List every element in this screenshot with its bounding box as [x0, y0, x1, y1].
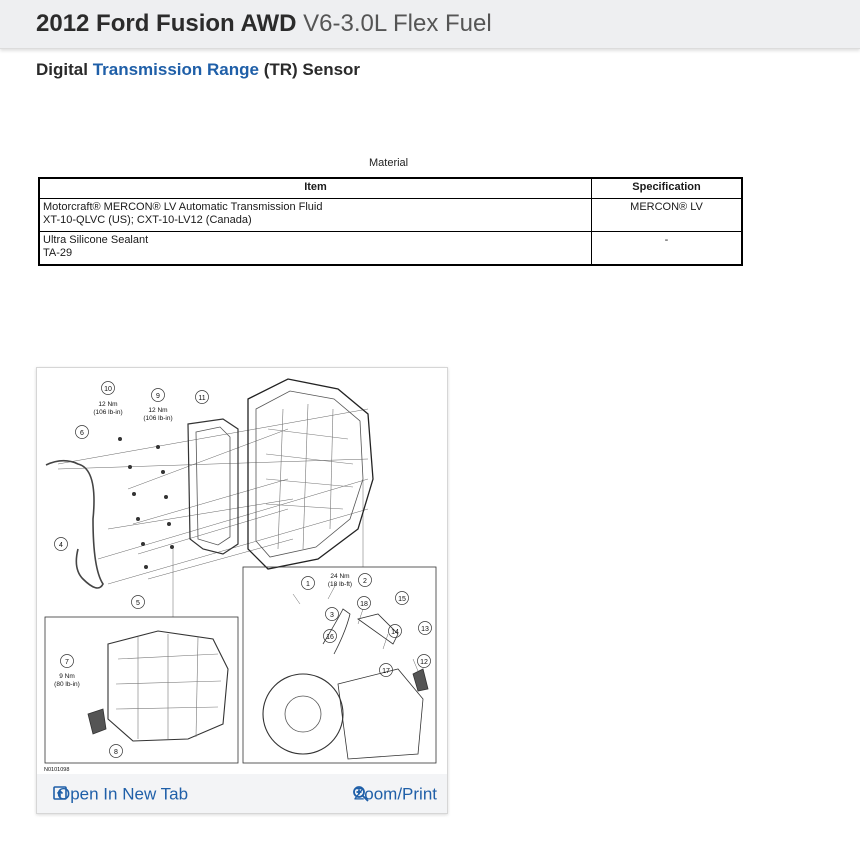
- callout-7: 7: [65, 659, 69, 666]
- case-body-right: [337, 668, 424, 760]
- figure-code: N0101098: [44, 767, 69, 773]
- transmission-range-link[interactable]: Transmission Range: [92, 60, 259, 79]
- open-in-new-tab-button[interactable]: Open In New Tab: [51, 784, 188, 805]
- item-part-number: TA-29: [43, 247, 73, 259]
- page-title: Digital Transmission Range (TR) Sensor: [36, 60, 360, 80]
- exploded-view-figure[interactable]: 10 9 11 6 4 5 1 2 3 18 15 16 14 13 17 12…: [36, 367, 448, 814]
- callout-4: 4: [59, 542, 63, 549]
- housing-inner: [284, 695, 322, 733]
- torque-2-nm: 24 Nm: [330, 573, 349, 580]
- callout-3: 3: [330, 612, 334, 619]
- column-header-specification: Specification: [591, 177, 743, 199]
- torque-9-nm: 12 Nm: [148, 407, 167, 414]
- callout-18: 18: [360, 601, 368, 608]
- specification-cell: MERCON® LV: [591, 198, 743, 232]
- torque-7-lb: (80 lb-in): [54, 681, 80, 688]
- callout-numbers: 10 9 11 6 4 5 1 2 3 18 15 16 14 13 17 12…: [59, 386, 429, 756]
- transmission-cover: [187, 418, 239, 555]
- item-name: Motorcraft® MERCON® LV Automatic Transmi…: [43, 201, 323, 213]
- valve-body: [107, 630, 229, 742]
- table-row: Ultra Silicone Sealant TA-29 -: [38, 231, 743, 266]
- callout-15: 15: [398, 596, 406, 603]
- callout-11: 11: [198, 395, 205, 402]
- valve-body-detail: [115, 634, 222, 739]
- transmission-case: [247, 378, 374, 570]
- callout-9: 9: [156, 393, 160, 400]
- torque-10-lb: (106 lb-in): [93, 409, 122, 416]
- item-cell: Ultra Silicone Sealant TA-29: [38, 231, 592, 266]
- vehicle-title-engine: V6-3.0L Flex Fuel: [303, 10, 492, 37]
- case-inner: [255, 390, 364, 558]
- callout-10: 10: [104, 386, 112, 393]
- figure-toolbar: Open In New Tab Zoom/Print: [37, 774, 447, 813]
- callout-14: 14: [391, 629, 399, 636]
- tr-sensor: [87, 708, 107, 735]
- vehicle-title: 2012 Ford Fusion AWD V6-3.0L Flex Fuel: [36, 8, 492, 40]
- callout-5: 5: [136, 600, 140, 607]
- cover-inner: [195, 426, 231, 546]
- torque-10-nm: 12 Nm: [98, 401, 117, 408]
- callouts: [54, 381, 432, 758]
- callout-12: 12: [420, 659, 428, 666]
- zoom-print-button[interactable]: Zoom/Print: [351, 784, 437, 805]
- callout-17: 17: [382, 668, 390, 675]
- torque-7-nm: 9 Nm: [59, 673, 75, 680]
- table-header-row: Item Specification: [38, 177, 743, 199]
- specification-cell: -: [591, 231, 743, 266]
- callout-13: 13: [421, 626, 429, 633]
- callout-6: 6: [80, 430, 84, 437]
- item-cell: Motorcraft® MERCON® LV Automatic Transmi…: [38, 198, 592, 232]
- torque-converter-housing: [262, 673, 344, 755]
- column-header-item: Item: [38, 177, 592, 199]
- material-caption: Material: [369, 157, 409, 169]
- item-part-number: XT-10-QLVC (US); CXT-10-LV12 (Canada): [43, 214, 252, 226]
- inset-right: [242, 566, 437, 764]
- callout-1: 1: [306, 581, 310, 588]
- page-title-prefix: Digital: [36, 60, 88, 79]
- callout-2: 2: [363, 578, 367, 585]
- case-ribs: [265, 403, 354, 550]
- manual-lever: [357, 613, 399, 645]
- open-in-new-tab-label: Open In New Tab: [57, 784, 189, 804]
- torque-labels: 12 Nm (106 lb-in) 12 Nm (106 lb-in) 24 N…: [54, 401, 352, 688]
- wiring-harness: [45, 459, 104, 589]
- leader-lines: [57, 408, 369, 617]
- bolts: [118, 437, 174, 569]
- table-row: Motorcraft® MERCON® LV Automatic Transmi…: [38, 198, 743, 232]
- inset-left: [44, 616, 239, 764]
- callout-8: 8: [114, 749, 118, 756]
- page-header: 2012 Ford Fusion AWD V6-3.0L Flex Fuel: [0, 0, 860, 49]
- zoom-print-label: Zoom/Print: [353, 784, 437, 804]
- torque-9-lb: (106 lb-in): [143, 415, 172, 422]
- selector-shaft: [322, 608, 351, 655]
- tr-sensor-detail: [412, 668, 429, 692]
- page-title-suffix: (TR) Sensor: [263, 60, 361, 79]
- vehicle-title-model: 2012 Ford Fusion AWD: [36, 10, 297, 37]
- inset-leaders: [292, 583, 419, 672]
- item-name: Ultra Silicone Sealant: [43, 234, 149, 246]
- material-table: Item Specification Motorcraft® MERCON® L…: [38, 177, 743, 266]
- transmission-diagram: 10 9 11 6 4 5 1 2 3 18 15 16 14 13 17 12…: [44, 378, 437, 773]
- callout-16: 16: [326, 634, 334, 641]
- torque-2-lb: (18 lb-ft): [328, 581, 352, 588]
